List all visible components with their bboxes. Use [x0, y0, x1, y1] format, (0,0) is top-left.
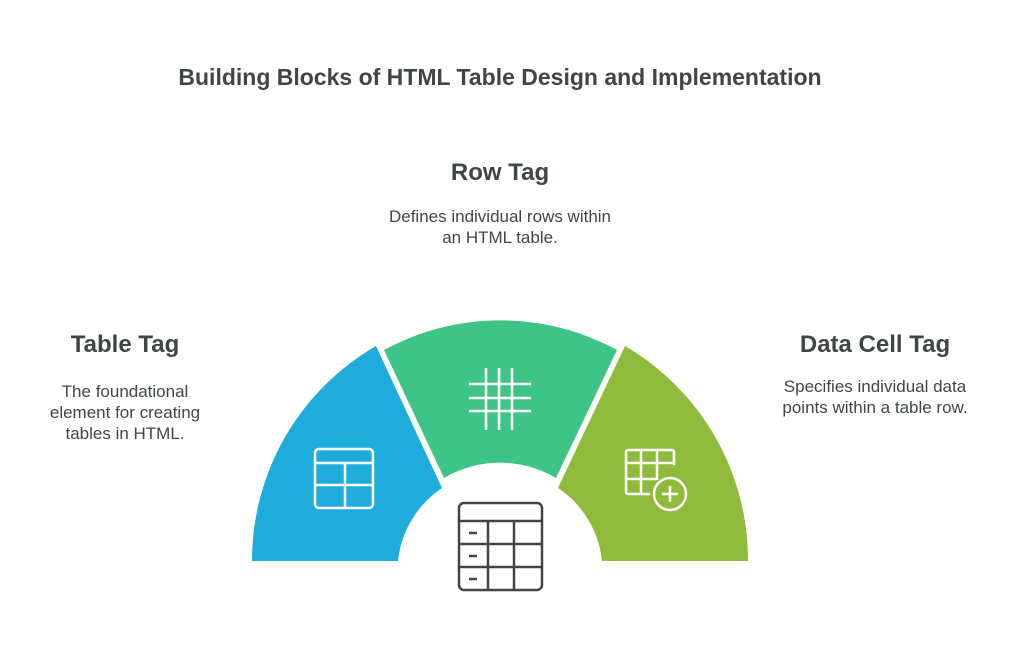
data-cell-tag-description: Specifies individual data points within …: [782, 377, 968, 417]
diagram-title: Building Blocks of HTML Table Design and…: [178, 64, 822, 90]
table-layout-icon: [313, 447, 375, 510]
row-tag-heading: Row Tag: [450, 159, 550, 186]
table-tag-heading: Table Tag: [70, 331, 180, 358]
table-tag-description: The foundational element for creating ta…: [49, 382, 201, 443]
data-cell-tag-heading: Data Cell Tag: [799, 331, 951, 358]
table-add-icon: [624, 448, 688, 512]
table-rows-icon: [457, 501, 544, 592]
row-tag-description: Defines individual rows within an HTML t…: [388, 207, 612, 247]
segment-table-tag: [251, 346, 442, 561]
grid-hash-icon: [469, 368, 531, 430]
segment-data-cell-tag: [558, 346, 749, 561]
